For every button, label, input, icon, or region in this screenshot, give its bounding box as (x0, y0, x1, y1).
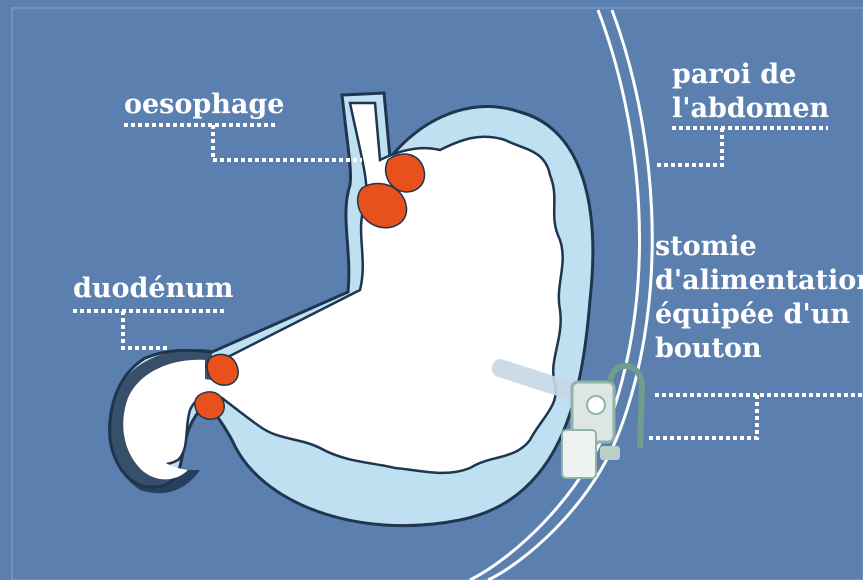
label-feeding-stoma-line-2: d'alimentation (655, 264, 863, 298)
label-duodenum: duodénum (73, 272, 233, 306)
pyloric-sphincter-lower (195, 392, 224, 419)
label-feeding-stoma-line-4: bouton (655, 332, 863, 366)
label-feeding-stoma: stomie d'alimentation équipée d'un bouto… (655, 230, 863, 366)
label-abdominal-wall-line-1: paroi de (672, 58, 829, 92)
label-abdominal-wall-line-2: l'abdomen (672, 92, 829, 126)
label-oesophage: oesophage (124, 88, 284, 122)
label-abdominal-wall: paroi de l'abdomen (672, 58, 829, 126)
label-oesophage-text: oesophage (124, 89, 284, 120)
label-feeding-stoma-line-1: stomie (655, 230, 863, 264)
label-feeding-stoma-line-3: équipée d'un (655, 298, 863, 332)
pyloric-sphincter-upper (207, 354, 238, 385)
label-duodenum-text: duodénum (73, 273, 233, 304)
